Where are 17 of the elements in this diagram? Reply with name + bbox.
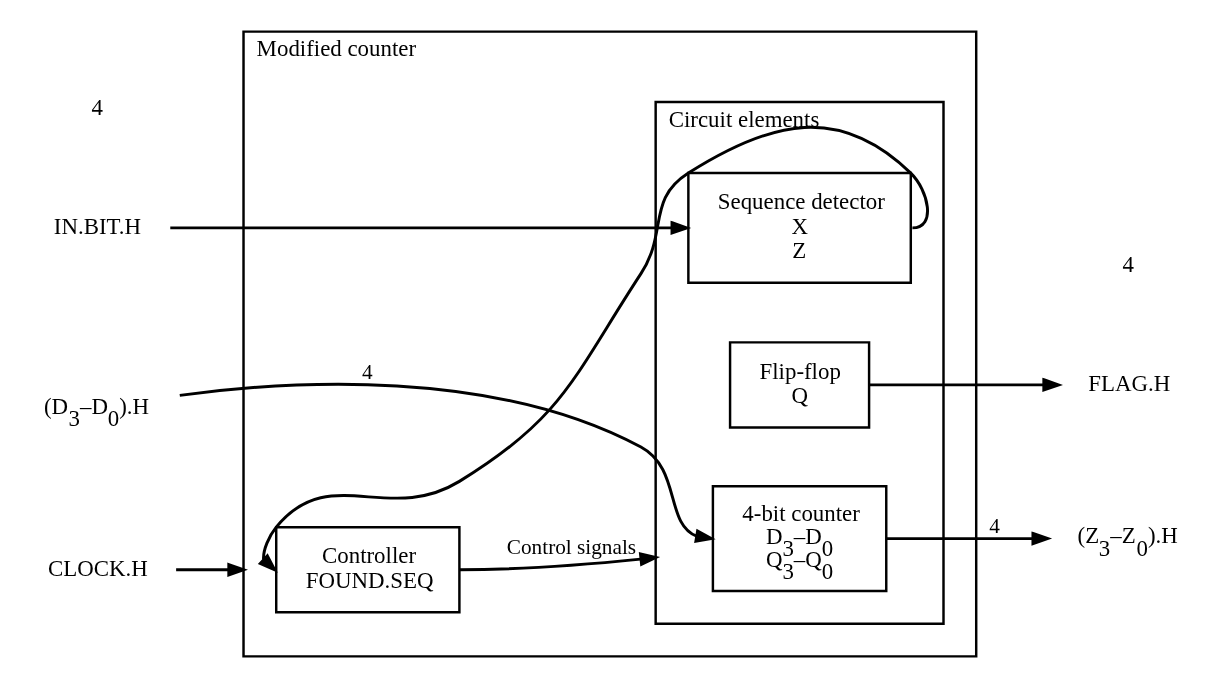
edge-label: 4	[362, 359, 373, 384]
label: 4	[1122, 251, 1135, 277]
node-text: IN.BIT.H	[53, 213, 142, 239]
label: 4	[91, 94, 103, 120]
node-text: CLOCK.H	[48, 555, 148, 581]
arrow	[170, 220, 692, 235]
arrow	[869, 377, 1063, 392]
node-box: Sequence detector X Z	[687, 171, 912, 284]
edge-label: Control signals	[506, 534, 637, 559]
arrow	[179, 382, 716, 543]
arrow	[886, 530, 1053, 546]
node-box: Controller FOUND.SEQ	[275, 525, 461, 613]
edge-label: 4	[989, 513, 1000, 538]
arrow	[459, 551, 661, 571]
arrow	[176, 561, 248, 577]
node-box: Flip-flop Q	[728, 340, 871, 429]
node-text: FLAG.H	[1088, 370, 1171, 396]
